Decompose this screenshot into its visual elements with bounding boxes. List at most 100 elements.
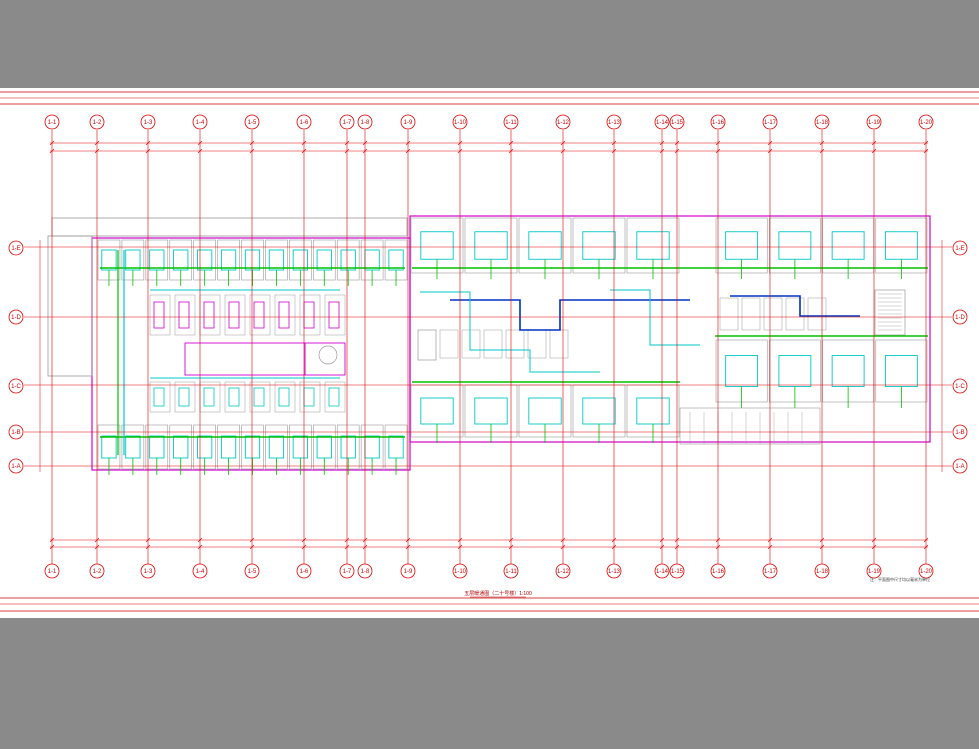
fan-coil-unit [125,435,141,459]
column-axis-label: 1-15 [671,120,684,126]
air-handler [178,301,190,329]
axis-bubble-circle [296,563,312,579]
office-room [274,381,296,413]
axis-bubble-circle [44,563,60,579]
fan-coil-unit [173,435,189,459]
axis-bubbles: 1-11-11-21-21-31-31-41-41-51-51-61-61-71… [8,114,968,579]
axis-bubble-circle [669,563,685,579]
office-room [149,294,171,336]
axis-bubble-circle [762,114,778,130]
axis-bubble-circle [192,563,208,579]
fan-coil-unit [388,435,404,459]
fan-coil-unit [268,249,285,271]
axis-bubble-circle [400,114,416,130]
air-handler [203,301,215,329]
fan-coil-unit [197,249,213,271]
column-axis-label: 1-18 [816,569,829,575]
office-room [174,294,196,336]
fan-coil-unit [528,231,562,260]
service-room [741,297,761,331]
row-axis-label: 1-D [11,315,21,321]
fan-coil-unit [420,231,454,260]
fan-coil-unit [636,397,670,425]
fan-coil-unit [153,387,165,407]
column-axis-label: 1-19 [868,120,881,126]
row-axis-label: 1-D [955,315,965,321]
fan-coil-unit [778,355,812,387]
fan-coil-unit [278,387,290,407]
column-axis-label: 1-4 [196,569,205,575]
fan-coil-unit [197,435,213,459]
office-room [174,381,196,413]
fan-coil-unit [884,231,918,260]
axis-bubble-circle [8,309,24,325]
axis-bubble-circle [606,114,622,130]
drawing-title: 五层暖通图（二十号楼）1:100 [464,590,532,597]
air-handler [303,301,315,329]
axis-bubble-circle [503,563,519,579]
axis-bubble-circle [710,563,726,579]
air-handler [328,301,340,329]
office-room [299,294,321,336]
service-room [807,297,827,331]
office-room [199,294,221,336]
column-axis-label: 1-1 [48,569,57,575]
column-axis-label: 1-3 [144,569,153,575]
fan-coil-unit [149,249,165,271]
column-axis-label: 1-10 [454,120,467,126]
fan-coil-unit [292,435,308,459]
fan-coil-unit [582,397,616,425]
row-axis-label: 1-A [955,464,964,470]
fan-coil-unit [316,435,332,459]
column-axis-label: 1-8 [361,120,370,126]
terrace-outline [51,217,408,237]
column-axis-label: 1-13 [608,120,621,126]
axis-bubble-circle [669,114,685,130]
column-axis-label: 1-11 [505,569,517,575]
spiral-stair [318,345,338,365]
office-room [149,381,171,413]
column-axis-label: 1-16 [712,120,725,126]
service-room [505,329,525,359]
grid-axes [24,130,952,565]
fan-coil-unit [831,231,865,260]
column-axis-label: 1-16 [712,569,725,575]
axis-bubble-circle [452,563,468,579]
fan-coil-unit [528,397,562,425]
axis-bubble-circle [952,378,968,394]
office-room [249,294,271,336]
column-axis-label: 1-15 [671,569,684,575]
column-axis-label: 1-2 [93,569,102,575]
courtyard-outline [184,342,306,376]
stair-core [417,329,437,361]
fan-coil-unit [228,387,240,407]
axis-bubble-circle [140,563,156,579]
axis-bubble-circle [339,563,355,579]
main-air-duct [730,295,860,317]
column-axis-label: 1-12 [557,120,570,126]
axis-bubble-circle [89,563,105,579]
fan-coil-unit [725,231,759,260]
axis-bubble-circle [296,114,312,130]
column-axis-label: 1-2 [93,120,102,126]
column-axis-label: 1-9 [404,569,413,575]
fan-coil-unit [364,249,380,271]
axis-bubble-circle [606,563,622,579]
service-room [719,297,739,331]
column-axis-label: 1-20 [920,120,933,126]
fan-coil-unit [340,435,356,459]
fan-coil-unit [884,355,918,387]
column-axis-label: 1-1 [48,120,57,126]
axis-bubble-circle [8,458,24,474]
fan-coil-unit [268,435,285,459]
row-axis-label: 1-A [11,464,20,470]
column-axis-label: 1-11 [505,120,517,126]
fan-coil-unit [244,435,261,459]
column-axis-label: 1-9 [404,120,413,126]
axis-bubble-circle [918,563,934,579]
service-room [461,329,481,359]
courtyard-outline [304,342,346,376]
fan-coil-unit [244,249,261,271]
